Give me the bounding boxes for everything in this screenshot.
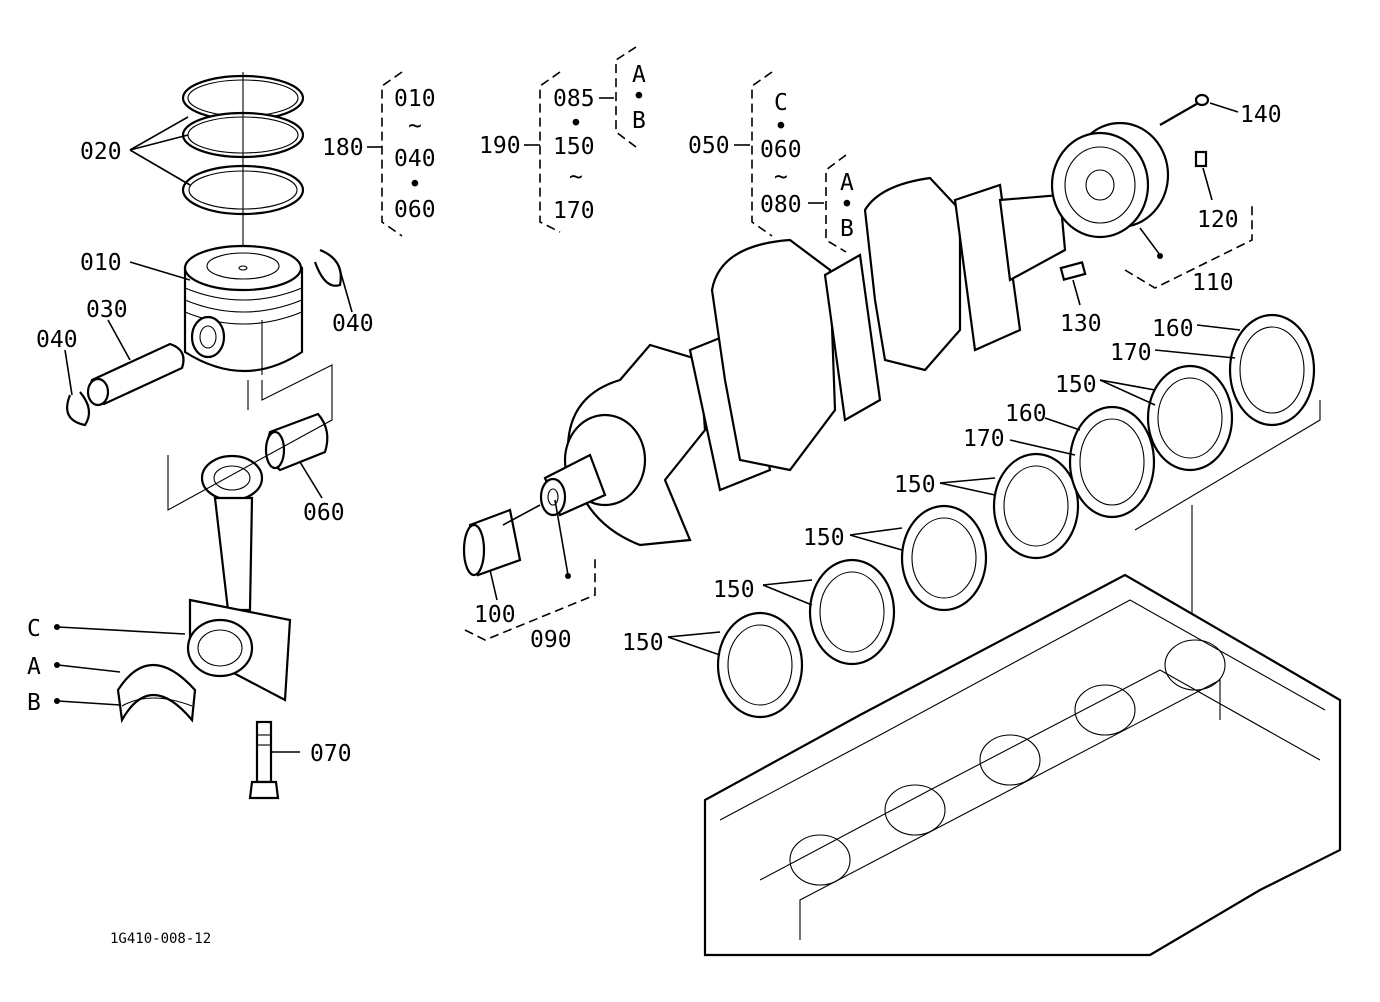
callout-090: 090 (530, 627, 572, 653)
main-bearings-drawing (716, 313, 1316, 719)
piston-rings-drawing (181, 72, 305, 250)
group-050-item-3: 060 (760, 137, 802, 163)
group-190-item-2: • (569, 111, 583, 137)
leader-lines (57, 102, 1241, 753)
group-050-parent: 050 (688, 133, 730, 159)
callout-150-d: 150 (713, 577, 755, 603)
group-050-sub-2: • (840, 192, 854, 218)
callout-040-left: 040 (36, 327, 78, 353)
group-050-sub-3: B (840, 216, 854, 242)
group-050-item-2: • (774, 114, 788, 140)
group-050: 050 C • 060 ~ 080 A • B (688, 71, 854, 253)
callout-100: 100 (474, 602, 516, 628)
callout-060: 060 (303, 500, 345, 526)
group-180-parent: 180 (322, 135, 364, 161)
marker-dot-b (54, 698, 60, 704)
feather-key-drawing (1059, 261, 1087, 281)
callout-010: 010 (80, 250, 122, 276)
callout-110: 110 (1192, 270, 1234, 296)
group-180-item-3: 040 (394, 146, 436, 172)
group-190: 190 085 • 150 ~ 170 A • B (479, 46, 646, 233)
group-190-sub-3: B (632, 108, 646, 134)
callout-170-b: 170 (963, 426, 1005, 452)
callout-020: 020 (80, 139, 122, 165)
callout-160-b: 160 (1005, 401, 1047, 427)
callout-150-a: 150 (1055, 372, 1097, 398)
group-050-item-1: C (774, 90, 788, 116)
callout-030: 030 (86, 297, 128, 323)
group-180: 180 010 ~ 040 • 060 (322, 71, 436, 237)
gear-bolt-drawing (1159, 93, 1210, 168)
marker-dot-a (54, 662, 60, 668)
crank-gear-drawing (462, 508, 522, 577)
group-050-sub-1: A (840, 170, 854, 196)
marker-dot-110 (1157, 253, 1163, 259)
callout-160-a: 160 (1152, 316, 1194, 342)
callout-170-a: 170 (1110, 340, 1152, 366)
mark-c: C (27, 616, 41, 642)
rod-bolt-drawing (248, 720, 280, 800)
group-190-item-1: 085 (553, 86, 595, 112)
group-190-sub-1: A (632, 62, 646, 88)
group-190-item-4: ~ (569, 164, 583, 190)
callout-070: 070 (310, 741, 352, 767)
small-end-bushing-drawing (264, 412, 329, 472)
callout-150-e: 150 (622, 630, 664, 656)
snap-rings-drawing (66, 248, 342, 427)
group-180-item-5: 060 (394, 197, 436, 223)
diagram-code: 1G410-008-12 (110, 931, 211, 947)
group-190-parent: 190 (479, 133, 521, 159)
group-050-item-5: 080 (760, 192, 802, 218)
callout-120: 120 (1197, 207, 1239, 233)
piston-drawing (183, 244, 304, 375)
callout-040-right: 040 (332, 311, 374, 337)
group-180-item-2: ~ (408, 113, 422, 139)
rod-bearing-drawing (116, 664, 197, 724)
marker-dot-090 (565, 573, 571, 579)
marker-dot-c (54, 624, 60, 630)
crankshaft-drawing (539, 176, 1067, 547)
group-180-item-4: • (408, 172, 422, 198)
callout-130: 130 (1060, 311, 1102, 337)
callout-150-c: 150 (803, 525, 845, 551)
timing-gear-drawing (1050, 121, 1170, 239)
group-190-item-3: 150 (553, 134, 595, 160)
connecting-rod-drawing (186, 454, 292, 702)
group-190-item-5: 170 (553, 198, 595, 224)
callout-150-b: 150 (894, 472, 936, 498)
mark-a: A (27, 654, 41, 680)
cylinder-block-drawing (703, 573, 1342, 957)
mark-b: B (27, 690, 41, 716)
piston-pin-drawing (86, 342, 185, 407)
group-050-item-4: ~ (774, 164, 788, 190)
callout-140: 140 (1240, 102, 1282, 128)
group-180-item-1: 010 (394, 86, 436, 112)
group-190-sub-2: • (632, 84, 646, 110)
